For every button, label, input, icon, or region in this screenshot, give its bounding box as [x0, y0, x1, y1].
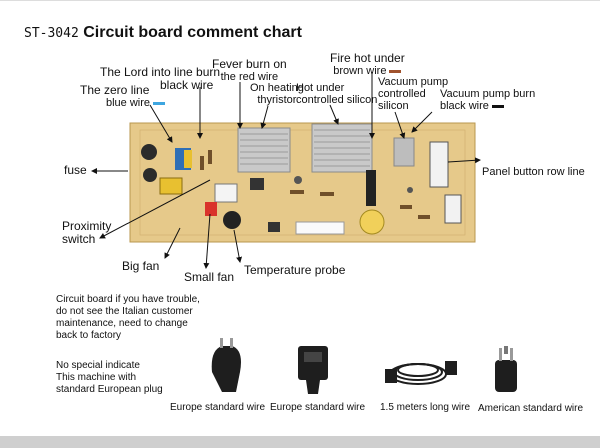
- leader-panel: [447, 157, 481, 164]
- us-plug-icon: [495, 346, 517, 392]
- label-heating-1: On heating: [250, 82, 304, 94]
- label-proximity-2: switch: [62, 232, 96, 246]
- page-title: ST-3042 Circuit board comment chart: [24, 24, 302, 42]
- label-hot-under: Hot under controlled silicon: [296, 82, 377, 106]
- label-zero-line: The zero line blue wire: [80, 83, 166, 109]
- label-fire-hot: Fire hot under brown wire: [330, 51, 405, 78]
- label-lord-line: The Lord into line burn black wire: [100, 66, 220, 92]
- label-vac-pump-2: controlled: [378, 88, 426, 100]
- leader-zero-line: [149, 104, 173, 143]
- label-lord-line-1: The Lord into line burn: [100, 65, 221, 79]
- coiled-cable-icon: [385, 361, 457, 385]
- heat-sink-vacuum: [393, 137, 415, 167]
- trouble-note: Circuit board if you have trouble, do no…: [56, 294, 200, 342]
- label-zero-line-2: blue wire: [106, 97, 151, 109]
- heat-sink-right: [311, 123, 373, 173]
- label-panel-button: Panel button row line: [482, 166, 585, 178]
- label-vac-burn-1: Vacuum pump burn: [440, 88, 536, 100]
- leader-temp-probe: [233, 229, 243, 263]
- plug-note: No special indicate This machine with st…: [56, 360, 163, 396]
- label-temp-probe: Temperature probe: [244, 263, 346, 277]
- plug-note-3: standard European plug: [56, 384, 163, 395]
- plug-note-2: This machine with: [56, 372, 137, 383]
- label-heating: On heating thyristor: [250, 82, 304, 106]
- label-fever-1: Fever burn on: [212, 57, 287, 71]
- label-fuse: fuse: [64, 163, 87, 177]
- capacitor: [141, 144, 157, 160]
- leader-small-fan: [203, 213, 211, 269]
- label-vac-burn-2: black wire: [440, 100, 489, 112]
- label-fire-hot-1: Fire hot under: [330, 51, 405, 65]
- label-vac-burn: Vacuum pump burn black wire: [440, 88, 535, 112]
- plug-caption: 1.5 meters long wire: [380, 402, 471, 413]
- footer-bar: [0, 436, 600, 448]
- euro-plug-icon: [211, 338, 241, 392]
- blue-wire-swatch: [153, 101, 166, 105]
- label-vac-pump-1: Vacuum pump: [378, 76, 449, 88]
- iec-plug-icon: [298, 346, 328, 394]
- model-code: ST-3042: [24, 26, 79, 41]
- label-zero-line-1: The zero line: [80, 83, 150, 97]
- label-hot-under-1: Hot under: [296, 82, 345, 94]
- plug-caption: American standard wire: [478, 403, 584, 414]
- small-fan-connector: [205, 202, 217, 216]
- label-big-fan: Big fan: [122, 259, 160, 273]
- trouble-note-2: do not see the Italian customer: [56, 306, 193, 317]
- label-fever-2: the red wire: [220, 71, 279, 83]
- buzzer: [359, 209, 385, 235]
- plug-note-1: No special indicate: [56, 360, 140, 371]
- black-wire-swatch: [491, 104, 504, 108]
- temperature-probe-socket: [223, 211, 241, 229]
- leader-proximity: [99, 179, 211, 239]
- chart-title: Circuit board comment chart: [83, 24, 302, 41]
- trouble-note-4: back to factory: [56, 330, 122, 341]
- trouble-note-3: maintenance, need to change: [56, 318, 188, 329]
- brown-wire-swatch: [389, 69, 402, 73]
- label-vac-pump-3: silicon: [378, 100, 409, 112]
- label-lord-line-2: black wire: [160, 78, 214, 92]
- heat-sink-left: [237, 127, 291, 173]
- leader-vac-burn: [411, 111, 433, 133]
- leader-heating: [260, 105, 269, 129]
- label-fever: Fever burn on the red wire: [212, 57, 287, 84]
- plug-caption: Europe standard wire: [170, 402, 266, 413]
- label-small-fan: Small fan: [184, 270, 235, 284]
- leader-hot-under: [329, 104, 339, 125]
- top-border: [0, 0, 600, 1]
- label-proximity: Proximity switch: [62, 220, 111, 246]
- label-fire-hot-2: brown wire: [333, 65, 387, 77]
- trouble-note-1: Circuit board if you have trouble,: [56, 294, 200, 305]
- label-heating-2: thyristor: [257, 94, 297, 106]
- label-proximity-1: Proximity: [62, 219, 112, 233]
- leader-big-fan: [164, 227, 181, 259]
- plug-caption: Europe standard wire: [270, 402, 366, 413]
- label-vac-pump: Vacuum pump controlled silicon: [378, 76, 448, 112]
- leader-vac-pump: [394, 111, 406, 139]
- label-hot-under-2: controlled silicon: [296, 94, 378, 106]
- panel-connector: [429, 141, 449, 188]
